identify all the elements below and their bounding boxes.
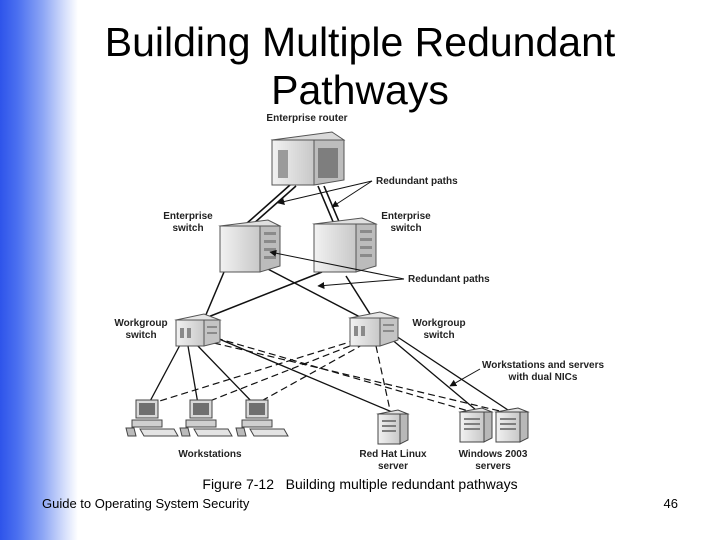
figure-caption-text: Building multiple redundant pathways <box>285 476 518 492</box>
distribution-links <box>202 265 371 320</box>
enterprise-router-icon <box>270 131 346 186</box>
title-line-2: Pathways <box>271 67 449 113</box>
workgroup-switch-left-label-1: Workgroup <box>114 318 167 329</box>
callout-dual-nics-1: Workstations and servers <box>482 360 605 371</box>
windows-server-2-icon <box>494 407 530 443</box>
router-links <box>245 184 341 226</box>
footer-page-number: 46 <box>663 496 678 511</box>
callout-redundant-paths-top: Redundant paths <box>376 176 458 187</box>
windows-servers-label-2: servers <box>475 461 511 472</box>
linux-server-label-1: Red Hat Linux <box>359 449 427 460</box>
workgroup-switch-right-icon <box>348 311 400 347</box>
redundant-access-links <box>149 337 505 413</box>
enterprise-switch-right-label-1: Enterprise <box>381 211 431 222</box>
enterprise-router-label: Enterprise router <box>266 113 347 124</box>
enterprise-switch-left-label-2: switch <box>172 223 203 234</box>
enterprise-switch-right-label-2: switch <box>390 223 421 234</box>
workgroup-switch-left-label-2: switch <box>125 330 156 341</box>
workstation-3-icon <box>235 399 289 437</box>
workstation-1-icon <box>125 399 179 437</box>
enterprise-switch-left-label-1: Enterprise <box>163 211 213 222</box>
linux-server-icon <box>376 409 410 445</box>
workgroup-switch-left-icon <box>174 313 222 347</box>
title-line-1: Building Multiple Redundant <box>104 19 616 65</box>
sidebar-gradient <box>0 0 78 540</box>
footer-course-title: Guide to Operating System Security <box>42 496 250 511</box>
linux-server-label-2: server <box>378 461 408 472</box>
slide-title: Building Multiple Redundant Pathways <box>60 18 660 114</box>
workstations-label: Workstations <box>178 449 242 460</box>
workstation-2-icon <box>179 399 233 437</box>
workgroup-switch-right-label-2: switch <box>423 330 454 341</box>
figure-caption: Figure 7-12 Building multiple redundant … <box>0 476 720 492</box>
callout-arrows <box>269 180 481 387</box>
workgroup-switch-right-label-1: Workgroup <box>412 318 465 329</box>
windows-servers-label-1: Windows 2003 <box>459 449 528 460</box>
callout-redundant-paths-mid: Redundant paths <box>408 274 490 285</box>
enterprise-switch-left-icon <box>218 219 282 273</box>
enterprise-switch-right-icon <box>312 217 378 273</box>
access-links <box>147 335 509 413</box>
windows-server-1-icon <box>458 407 494 443</box>
figure-number: Figure 7-12 <box>202 476 274 492</box>
callout-dual-nics-2: with dual NICs <box>508 372 578 383</box>
